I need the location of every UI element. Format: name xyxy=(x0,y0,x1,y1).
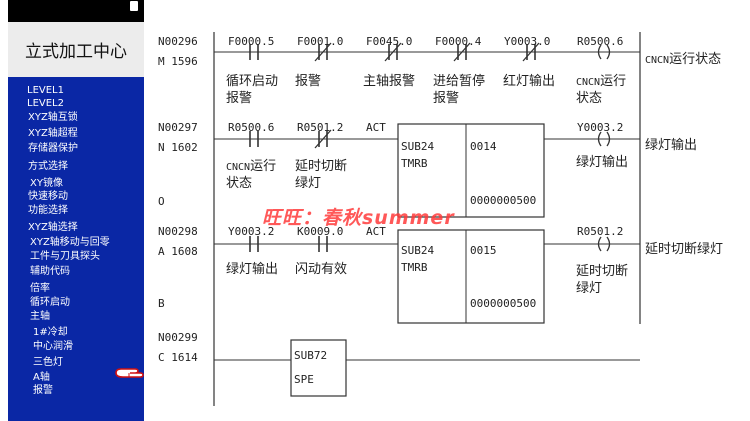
ladder-diagram: N00296 M 1596 F0000.5 F0001.0 F0045.0 F0… xyxy=(146,22,750,421)
coil-symbol xyxy=(606,44,611,60)
func-name: SUB24 xyxy=(401,244,435,257)
contact-address[interactable]: F0001.0 xyxy=(297,35,344,48)
sidebar-item[interactable]: XYZ轴选择 xyxy=(28,222,78,233)
coil-comment: 状态 xyxy=(576,91,603,106)
func-param[interactable]: 0014 xyxy=(470,140,497,153)
coil-comment: CNCN运行 xyxy=(576,74,627,89)
function-block xyxy=(397,229,545,324)
sidebar-item[interactable]: XYZ轴超程 xyxy=(28,128,78,139)
contact-comment: 报警 xyxy=(433,91,460,106)
sidebar-item[interactable]: 功能选择 xyxy=(28,205,68,216)
sidebar-item[interactable]: 主轴 xyxy=(30,311,50,322)
rung-number: N00296 xyxy=(158,35,198,48)
sidebar-item[interactable]: 存储器保护 xyxy=(28,143,78,154)
coil-symbol xyxy=(597,236,602,252)
coil-symbol xyxy=(606,131,611,147)
rung-step: N 1602 xyxy=(158,141,198,154)
sidebar-item[interactable]: XYZ轴互锁 xyxy=(28,112,78,123)
func-type: TMRB xyxy=(401,157,428,170)
sidebar-item[interactable]: 中心润滑 xyxy=(33,341,73,352)
contact-address[interactable]: K0009.0 xyxy=(297,225,344,238)
sidebar-item[interactable]: 辅助代码 xyxy=(30,266,70,277)
func-name: SUB24 xyxy=(401,140,435,153)
sidebar-item[interactable]: XY镜像 xyxy=(30,178,63,189)
func-param[interactable]: 0015 xyxy=(470,244,497,257)
contact-comment: 闪动有效 xyxy=(295,262,348,277)
func-param[interactable]: 0000000500 xyxy=(470,194,537,207)
contact-address[interactable]: F0045.0 xyxy=(366,35,413,48)
sidebar-item[interactable]: 三色灯 xyxy=(33,357,63,368)
contact-comment: 红灯输出 xyxy=(503,74,556,89)
contact-comment: 绿灯输出 xyxy=(226,262,279,277)
contact-comment: 延时切断 xyxy=(295,159,348,174)
coil-address[interactable]: R0501.2 xyxy=(577,225,624,238)
coil-address[interactable]: R0500.6 xyxy=(577,35,624,48)
sidebar-item[interactable]: A轴 xyxy=(33,372,50,383)
contact-comment: 绿灯 xyxy=(295,176,322,191)
sidebar-item[interactable]: XYZ轴移动与回零 xyxy=(30,237,110,248)
coil-comment: 延时切断 xyxy=(576,264,629,279)
sidebar-item[interactable]: 1#冷却 xyxy=(33,327,68,338)
watermark-text: 旺旺：春秋summer xyxy=(262,207,455,229)
contact-symbol xyxy=(314,42,332,62)
coil-comment: 绿灯 xyxy=(576,281,603,296)
func-type: SPE xyxy=(294,373,314,386)
function-block xyxy=(290,339,347,397)
coil-comment: 绿灯输出 xyxy=(576,155,629,170)
function-block xyxy=(397,123,545,218)
contact-symbol xyxy=(384,42,402,62)
contact-comment: 循环启动 xyxy=(226,74,279,89)
coil-symbol xyxy=(597,44,602,60)
contact-address[interactable]: R0501.2 xyxy=(297,121,344,134)
sidebar-item[interactable]: 快速移动 xyxy=(28,191,68,202)
contact-comment: 进给暂停 xyxy=(433,74,486,89)
contact-address[interactable]: F0000.5 xyxy=(228,35,275,48)
func-param[interactable]: 0000000500 xyxy=(470,297,537,310)
right-output-label: 绿灯输出 xyxy=(645,138,698,153)
rung-step: M 1596 xyxy=(158,55,198,68)
sidebar-item[interactable]: 倍率 xyxy=(30,283,50,294)
coil-symbol xyxy=(606,236,611,252)
window-icon[interactable] xyxy=(130,1,138,11)
rung-step: C 1614 xyxy=(158,351,198,364)
contact-comment: 报警 xyxy=(295,74,322,89)
sidebar-item[interactable]: LEVEL2 xyxy=(27,98,64,109)
func-type: TMRB xyxy=(401,261,428,274)
contact-comment: 主轴报警 xyxy=(363,74,416,89)
rung-number: N00297 xyxy=(158,121,198,134)
contact-symbol xyxy=(453,42,471,62)
sidebar-item[interactable]: 循环启动 xyxy=(30,297,70,308)
rung-number: N00299 xyxy=(158,331,198,344)
rung-number: N00298 xyxy=(158,225,198,238)
coil-symbol xyxy=(597,131,602,147)
contact-comment: 状态 xyxy=(226,176,253,191)
sidebar-item[interactable]: 工件与刀具探头 xyxy=(30,251,100,262)
contact-address[interactable]: R0500.6 xyxy=(228,121,275,134)
rung-step: A 1608 xyxy=(158,245,198,258)
coil-address[interactable]: Y0003.2 xyxy=(577,121,624,134)
right-output-label: 延时切断绿灯 xyxy=(645,242,724,257)
rung-extra-label: O xyxy=(158,195,165,208)
ladder-lines xyxy=(213,32,641,406)
contact-address[interactable]: Y0003.2 xyxy=(228,225,275,238)
act-label: ACT xyxy=(366,225,386,238)
sidebar-item[interactable]: 报警 xyxy=(33,385,53,396)
contact-comment: 报警 xyxy=(226,91,253,106)
contact-symbol xyxy=(522,42,540,62)
contact-symbol xyxy=(314,129,332,149)
act-label: ACT xyxy=(366,121,386,134)
pointing-hand-icon xyxy=(115,368,144,378)
func-name: SUB72 xyxy=(294,349,328,362)
contact-address[interactable]: F0000.4 xyxy=(435,35,482,48)
contact-comment: CNCN运行 xyxy=(226,159,277,174)
top-bar xyxy=(8,0,144,22)
rung-extra-label: B xyxy=(158,297,165,310)
right-output-label: CNCN运行状态 xyxy=(645,52,722,67)
sidebar-item[interactable]: 方式选择 xyxy=(28,161,68,172)
contact-address[interactable]: Y0003.0 xyxy=(504,35,551,48)
sidebar-item[interactable]: LEVEL1 xyxy=(27,85,64,96)
sidebar-title: 立式加工中心 xyxy=(8,22,144,77)
